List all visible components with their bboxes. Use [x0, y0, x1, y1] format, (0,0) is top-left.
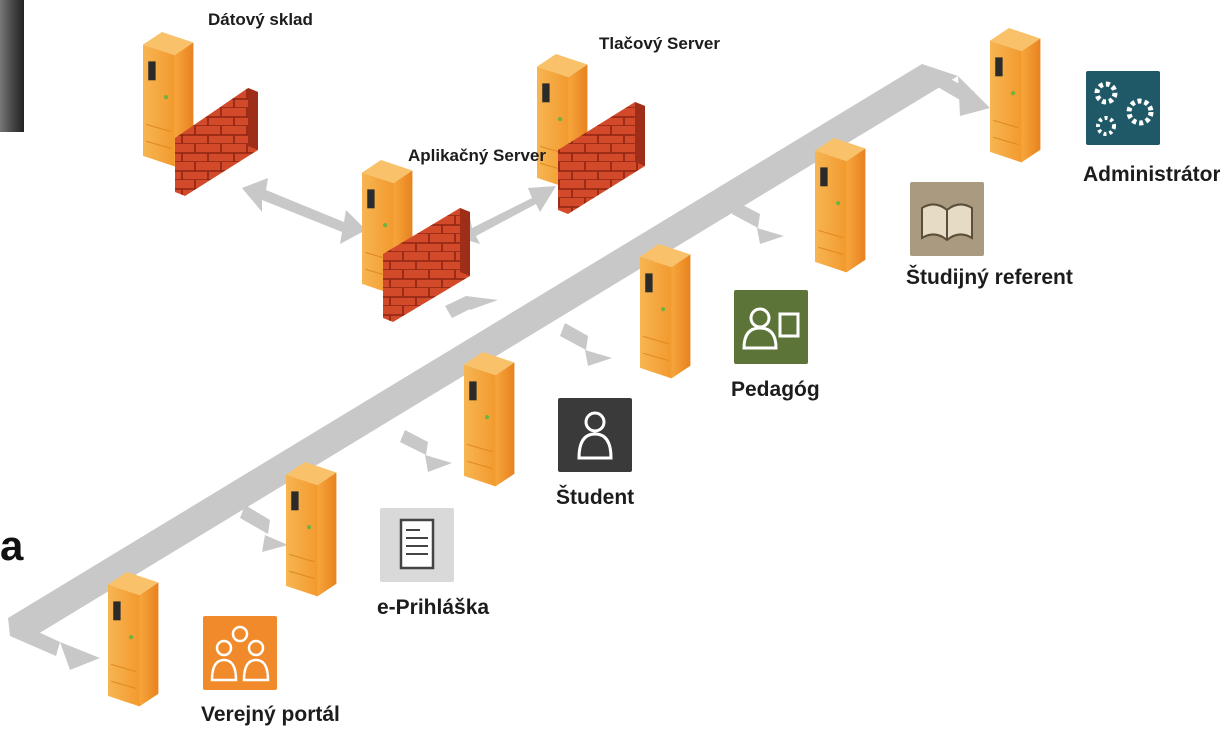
student-icon: [558, 398, 632, 472]
corner-mark: [0, 0, 24, 132]
portal-server: [107, 571, 159, 707]
application-server-label: Aplikačný Server: [408, 146, 546, 165]
network-backbone: [8, 64, 990, 670]
pedagog-server: [639, 243, 691, 379]
gears-icon: [1086, 71, 1160, 145]
app-print-link: [454, 186, 556, 244]
prihlaska-label: e-Prihláška: [377, 596, 490, 619]
application-firewall: [383, 208, 470, 322]
referent-server: [814, 137, 866, 273]
administrator-label: Administrátor: [1083, 163, 1220, 186]
admin-server: [989, 27, 1041, 163]
prihlaska-server: [285, 461, 337, 597]
document-icon: [380, 508, 454, 582]
print-server-label: Tlačový Server: [599, 34, 720, 53]
print-firewall: [558, 102, 645, 214]
side-letter: a: [0, 522, 24, 569]
student-label: Študent: [556, 486, 635, 509]
pedagog-label: Pedagóg: [731, 378, 820, 401]
group-icon: [203, 616, 277, 690]
datastore-firewall: [175, 88, 258, 196]
datastore-app-link: [242, 178, 366, 244]
referent-label: Študijný referent: [906, 266, 1073, 289]
datastore-label: Dátový sklad: [208, 10, 313, 29]
portal-label: Verejný portál: [201, 703, 340, 726]
student-server: [463, 351, 515, 487]
teacher-icon: [734, 290, 808, 364]
book-icon: [910, 182, 984, 256]
